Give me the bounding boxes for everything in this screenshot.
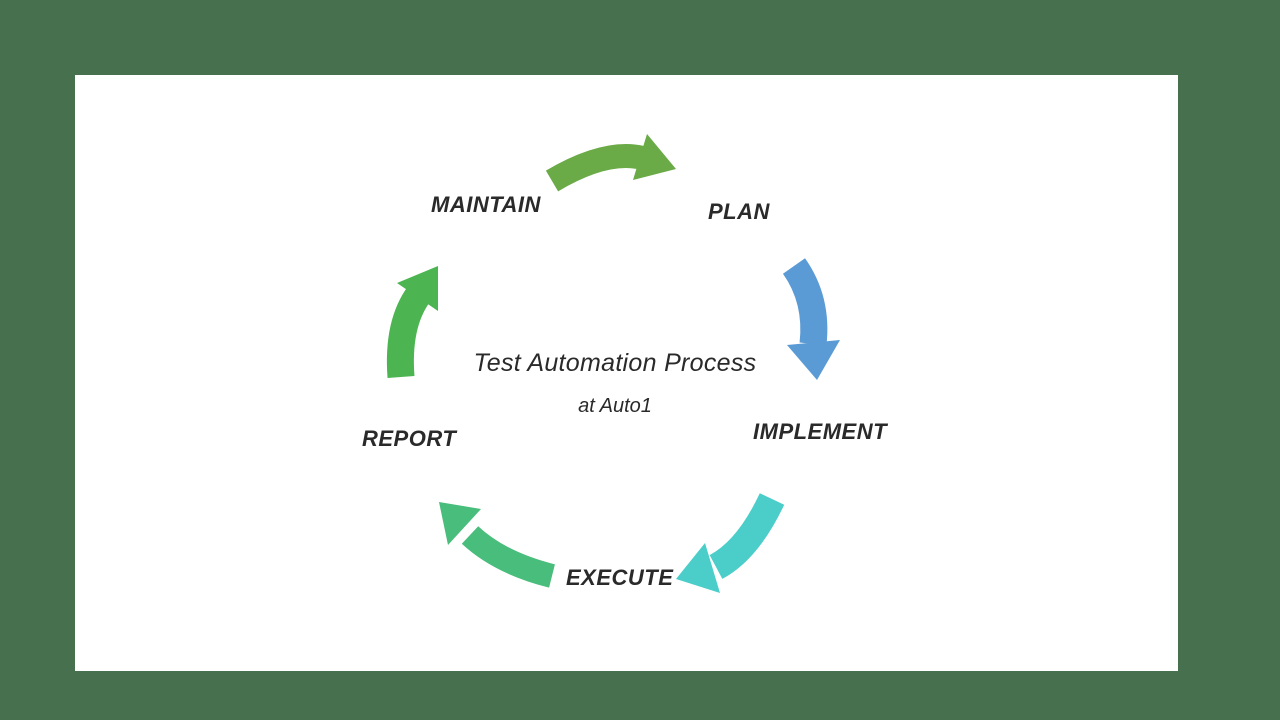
arrow-maintain-to-plan-head — [633, 134, 676, 180]
stage-label-maintain: MAINTAIN — [431, 192, 541, 217]
cycle-arrow-execute-to-report — [439, 502, 556, 588]
arrow-report-to-maintain-head — [397, 266, 438, 311]
cycle-arrow-plan-to-implement — [782, 258, 840, 380]
arrow-maintain-to-plan-body — [545, 144, 646, 192]
cycle-arrow-report-to-maintain — [386, 266, 438, 379]
arrow-plan-to-implement-head — [787, 340, 840, 380]
stage-label-plan: PLAN — [708, 199, 770, 224]
slide-panel — [75, 75, 1178, 671]
arrow-implement-to-execute-head — [676, 543, 720, 593]
arrow-plan-to-implement-body — [782, 258, 828, 346]
arrow-execute-to-report-head — [439, 502, 481, 545]
stage-label-implement: IMPLEMENT — [753, 419, 888, 444]
diagram-title: Test Automation Process at Auto1 — [450, 349, 780, 418]
cycle-arrow-maintain-to-plan — [545, 134, 676, 192]
arrow-implement-to-execute-body — [709, 493, 785, 579]
stage-label-report: REPORT — [362, 426, 457, 451]
cycle-arrow-implement-to-execute — [676, 493, 785, 593]
stage-label-execute: EXECUTE — [566, 565, 674, 590]
arrow-report-to-maintain-body — [386, 286, 431, 379]
arrow-execute-to-report-body — [461, 526, 556, 588]
diagram-title-line1: Test Automation Process — [473, 349, 757, 377]
diagram-title-line2: at Auto1 — [578, 395, 652, 417]
